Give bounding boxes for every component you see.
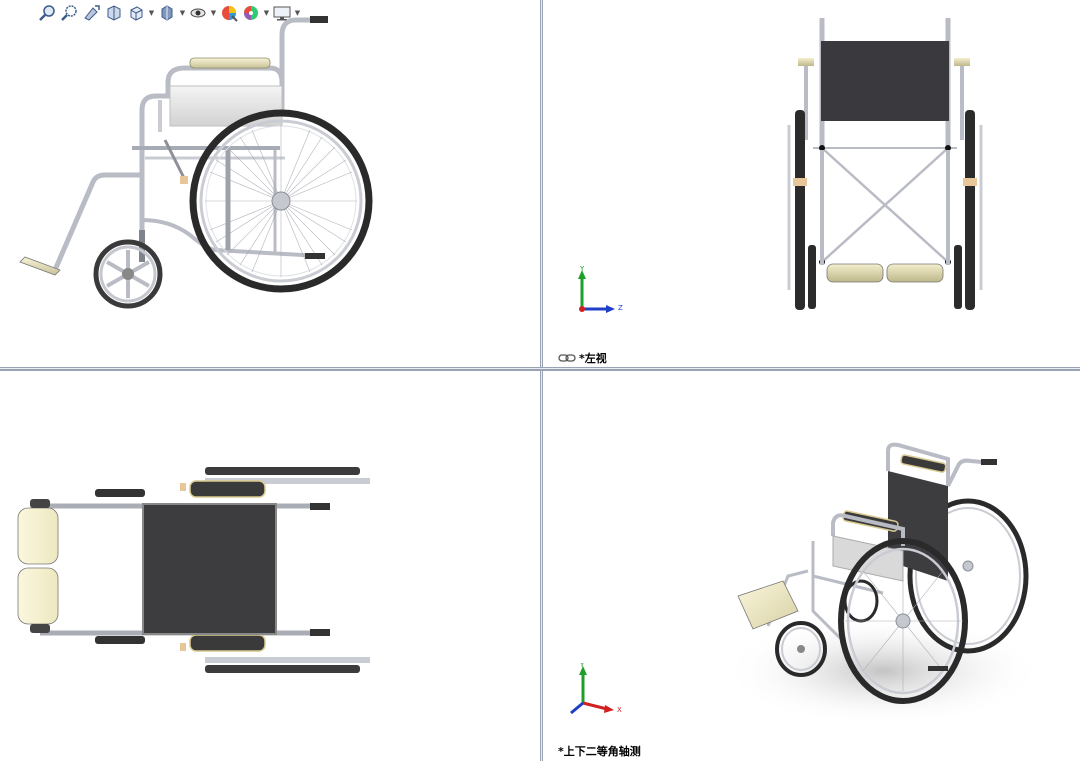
wheelchair-top-model [17, 467, 370, 673]
view-name-label: *上下二等角轴测 [558, 743, 641, 759]
view-settings-dropdown-icon[interactable]: ▼ [294, 9, 301, 17]
viewport-top-view[interactable] [0, 371, 540, 761]
viewport-vertical-splitter[interactable] [540, 0, 543, 761]
viewport-dimetric-view[interactable]: Y X *上下二等角轴测 [543, 371, 1080, 761]
zoom-to-area-icon[interactable] [60, 2, 80, 24]
hide-show-dropdown-icon[interactable]: ▼ [210, 9, 217, 17]
link-views-icon[interactable] [558, 353, 576, 363]
triad-x-label: X [617, 706, 622, 714]
edit-appearance-icon[interactable] [219, 2, 239, 24]
coordinate-triad: Y Z [578, 265, 623, 313]
display-style-dropdown-icon[interactable]: ▼ [179, 9, 186, 17]
viewport-side-view[interactable]: ▼ ▼ ▼ ▼ ▼ [0, 0, 540, 367]
zoom-to-fit-icon[interactable] [38, 2, 58, 24]
display-style-icon[interactable] [157, 2, 177, 24]
section-view-icon[interactable] [104, 2, 124, 24]
hide-show-items-icon[interactable] [188, 2, 208, 24]
view-orientation-icon[interactable] [126, 2, 146, 24]
wheelchair-side-model [19, 16, 373, 309]
wheelchair-front-model [787, 18, 983, 310]
triad-y-label: Y [579, 663, 585, 669]
apply-scene-icon[interactable] [241, 2, 261, 24]
triad-y-label: Y [579, 265, 585, 273]
view-orientation-dropdown-icon[interactable]: ▼ [148, 9, 155, 17]
view-name-label: *左视 [558, 350, 607, 366]
viewport-horizontal-splitter[interactable] [0, 367, 1080, 371]
view-name-text: *左视 [579, 352, 607, 365]
view-settings-icon[interactable] [272, 2, 292, 24]
heads-up-view-toolbar: ▼ ▼ ▼ ▼ ▼ [38, 0, 301, 26]
coordinate-triad: Y X [570, 663, 622, 715]
apply-scene-dropdown-icon[interactable]: ▼ [263, 9, 270, 17]
previous-view-icon[interactable] [82, 2, 102, 24]
triad-z-label: Z [618, 304, 623, 312]
wheelchair-dimetric-model [723, 442, 1043, 726]
view-name-text: *上下二等角轴测 [558, 745, 641, 758]
viewport-left-view[interactable]: Y Z *左视 [543, 0, 1080, 367]
